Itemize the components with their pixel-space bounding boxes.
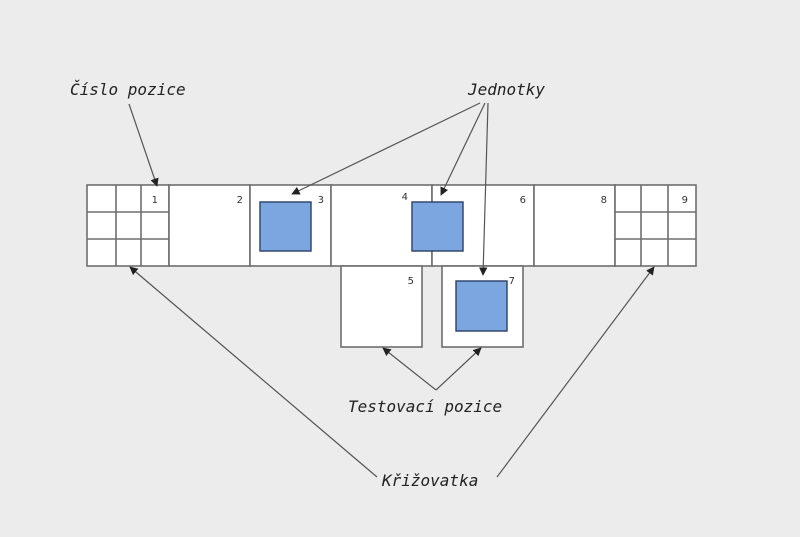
arrow-testovaci-pozice-5	[382, 347, 437, 391]
arrow-cislo-pozice	[128, 103, 159, 187]
position-number: 3	[318, 195, 324, 206]
position-2: 2	[168, 184, 251, 267]
unit[interactable]	[411, 201, 464, 252]
arrow-jednotky-unit-3	[291, 102, 481, 195]
position-number: 8	[601, 195, 607, 206]
unit[interactable]	[259, 201, 312, 252]
label-testovaci-pozice: Testovací pozice	[348, 397, 502, 416]
unit[interactable]	[455, 280, 508, 332]
arrow-krizovatka-9	[496, 266, 655, 478]
label-jednotky: Jednotky	[467, 80, 545, 99]
position-1-crossing: 1	[86, 184, 170, 267]
arrow-jednotky-unit-4	[440, 102, 486, 196]
position-9-crossing: 9	[614, 184, 697, 267]
position-number: 6	[520, 195, 526, 206]
arrow-jednotky-unit-7	[479, 102, 489, 276]
label-krizovatka: Křižovatka	[381, 471, 478, 490]
position-number: 1	[152, 195, 158, 206]
position-number: 9	[682, 195, 688, 206]
position-7-test: 7	[441, 265, 524, 348]
position-number: 5	[408, 276, 414, 287]
arrow-krizovatka-1	[129, 266, 378, 478]
arrow-testovaci-pozice-7	[435, 347, 482, 391]
position-8: 8	[533, 184, 616, 267]
position-number: 2	[237, 195, 243, 206]
position-3: 3	[249, 184, 332, 267]
position-5-test: 5	[340, 265, 423, 348]
position-number: 7	[509, 276, 515, 287]
position-number: 4	[402, 192, 408, 203]
label-cislo-pozice: Číslo pozice	[70, 80, 186, 99]
